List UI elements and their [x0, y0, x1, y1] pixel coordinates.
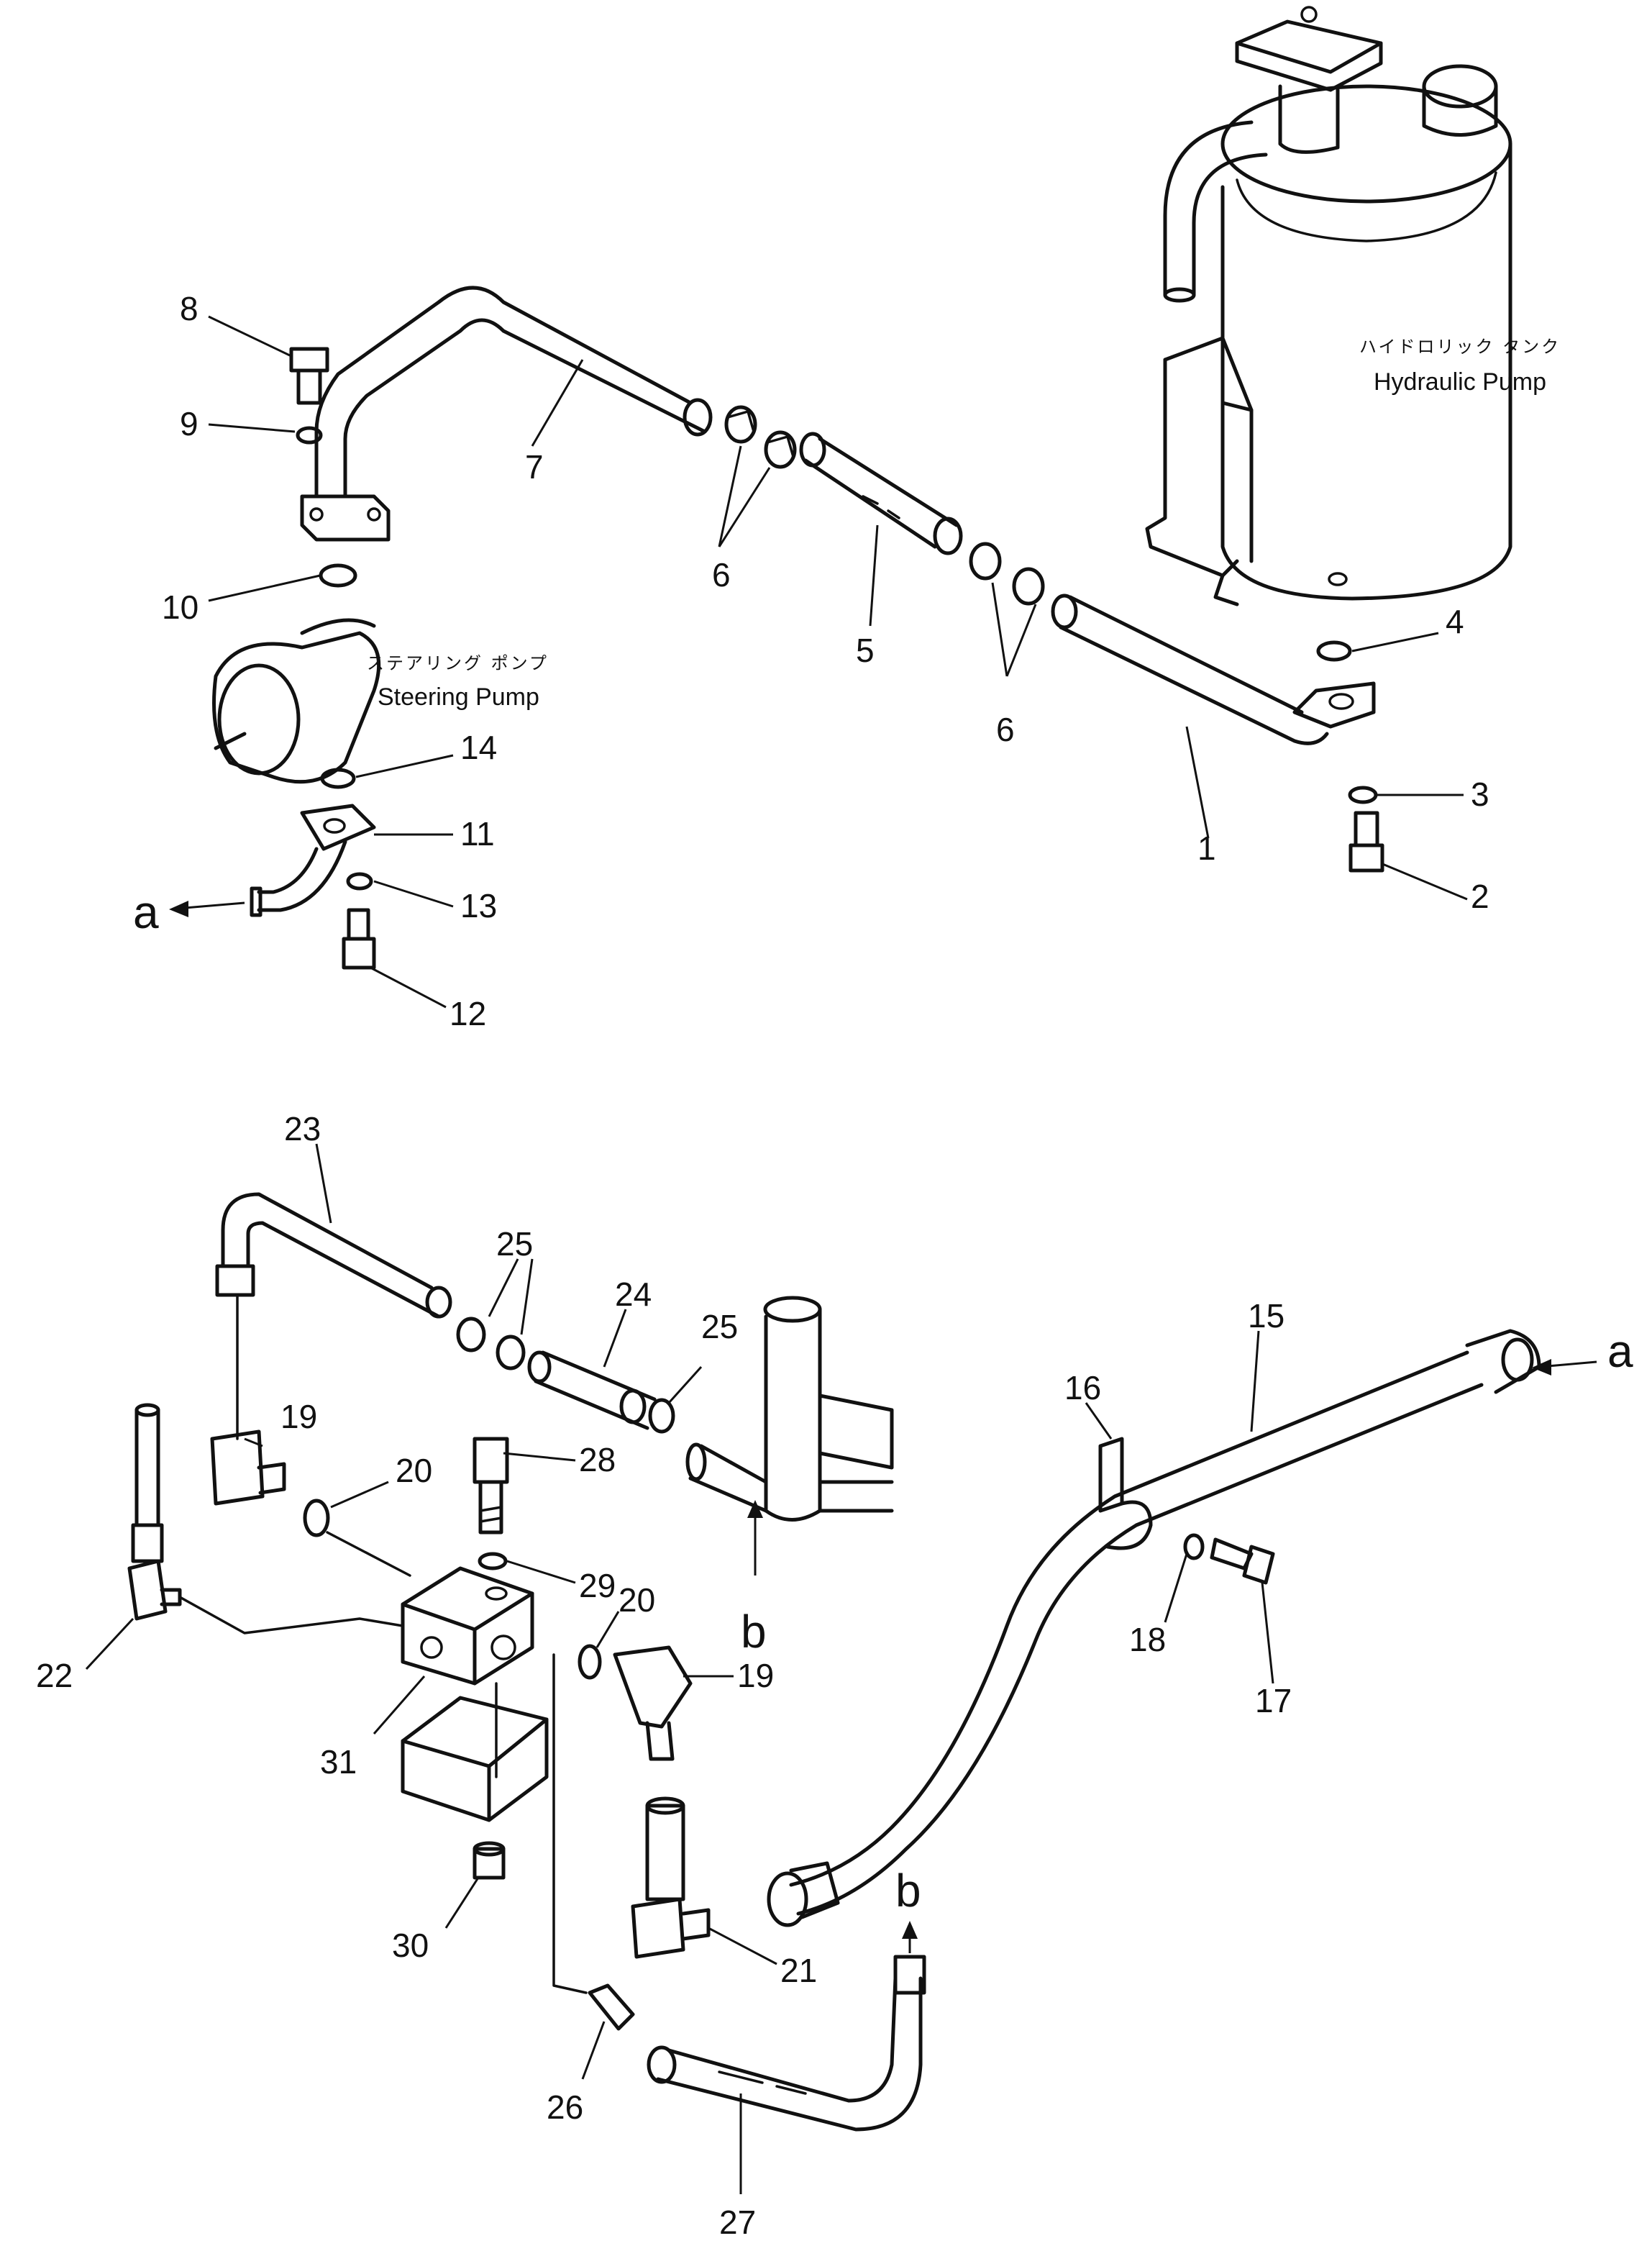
lock-washer-29 — [478, 1552, 508, 1570]
lock-washer-13 — [346, 872, 373, 891]
hose-clamp-25a — [456, 1317, 486, 1352]
steering-pump-label: Steering Pump — [378, 683, 539, 711]
part-number-3: 3 — [1471, 776, 1489, 813]
part-number-4: 4 — [1446, 603, 1464, 640]
part-number-5: 5 — [856, 632, 875, 669]
connection-line-22-31 — [178, 1596, 404, 1635]
leader-lines — [85, 315, 1468, 2194]
part-number-13: 13 — [460, 887, 497, 924]
lock-washer-9 — [296, 426, 323, 445]
steering-pump — [212, 618, 381, 784]
part-number-labels: 1 2 3 4 5 6 6 7 8 9 10 11 12 13 14 15 16… — [36, 290, 1489, 2241]
part-number-27: 27 — [719, 2204, 756, 2241]
return-tube-b — [685, 1296, 894, 1522]
connection-line-20-31 — [326, 1531, 411, 1577]
bolt-2 — [1348, 811, 1384, 873]
steering-pump-label-jp: ステアリング ポンプ — [367, 653, 549, 673]
connection-letter-a-left: a — [133, 886, 159, 938]
o-ring-20-left — [303, 1499, 330, 1537]
clip-16 — [1098, 1437, 1153, 1550]
part-number-6-upper: 6 — [712, 556, 731, 594]
part-number-20-right: 20 — [619, 1581, 655, 1619]
elbow-fitting-21 — [631, 1796, 711, 1959]
pipe-23 — [215, 1192, 452, 1319]
bolt-28 — [473, 1437, 509, 1535]
flow-arrow-a-right — [1532, 1359, 1597, 1376]
part-number-7: 7 — [525, 448, 544, 486]
elbow-19-right — [613, 1645, 693, 1761]
o-ring-4 — [1316, 640, 1352, 662]
connection-letter-b-lower: b — [895, 1865, 921, 1917]
bolt-17 — [1210, 1537, 1275, 1585]
hose-27 — [647, 1955, 926, 2132]
valve-block-31 — [401, 1566, 534, 1686]
mounting-bracket — [401, 1682, 549, 1822]
part-number-9: 9 — [180, 405, 198, 442]
flow-arrow-b-lower — [902, 1921, 918, 1953]
part-number-25a: 25 — [496, 1225, 533, 1263]
bolt-8 — [289, 347, 329, 405]
o-ring-14 — [320, 768, 356, 789]
adapter-26 — [552, 1653, 635, 2031]
part-number-16: 16 — [1064, 1369, 1101, 1406]
tee-fitting-22 — [127, 1403, 182, 1621]
suction-pipe-1 — [1051, 594, 1376, 745]
o-ring-20-right — [578, 1644, 602, 1680]
hose-clamp-25b — [496, 1335, 526, 1370]
elbow-flange-11 — [250, 804, 376, 917]
part-number-14: 14 — [460, 729, 497, 766]
part-number-15: 15 — [1248, 1297, 1284, 1335]
part-number-31: 31 — [320, 1743, 357, 1781]
flow-arrow-a-left — [169, 901, 245, 917]
part-number-22: 22 — [36, 1657, 73, 1694]
hose-clamps-6-lower — [969, 542, 1045, 606]
part-number-12: 12 — [449, 995, 486, 1032]
part-number-11: 11 — [460, 815, 495, 853]
part-number-10: 10 — [162, 588, 198, 626]
part-number-29: 29 — [579, 1567, 616, 1604]
part-number-21: 21 — [780, 1952, 817, 1989]
part-number-19-left: 19 — [280, 1398, 317, 1435]
part-number-26: 26 — [547, 2088, 583, 2126]
part-number-20-left: 20 — [396, 1452, 432, 1489]
suction-pipe-7 — [300, 286, 713, 542]
hose-clamps-6-upper — [724, 405, 797, 469]
part-number-19-right: 19 — [737, 1657, 774, 1694]
connection-letter-b-upper: b — [741, 1606, 767, 1658]
part-number-1: 1 — [1197, 829, 1216, 867]
part-number-23: 23 — [284, 1110, 321, 1147]
part-number-30: 30 — [392, 1927, 429, 1964]
part-number-18: 18 — [1129, 1621, 1166, 1658]
part-number-17: 17 — [1255, 1682, 1292, 1719]
hydraulic-tank-label-jp: ハイドロリック タンク — [1359, 337, 1561, 357]
flow-arrow-b-upper — [747, 1500, 763, 1576]
hydraulic-tank-label: Hydraulic Pump — [1374, 368, 1546, 396]
part-number-2: 2 — [1471, 878, 1489, 915]
connection-letter-a-right: a — [1607, 1325, 1633, 1377]
part-number-25b: 25 — [701, 1308, 738, 1345]
elbow-19-left — [210, 1294, 286, 1506]
hydraulic-tank — [1145, 6, 1512, 606]
part-number-6-lower: 6 — [996, 711, 1015, 748]
part-number-8: 8 — [180, 290, 198, 327]
nut-30 — [473, 1841, 506, 1880]
part-number-28: 28 — [579, 1441, 616, 1478]
washer-18 — [1183, 1533, 1205, 1560]
hose-24 — [527, 1350, 675, 1434]
bolt-12 — [342, 908, 376, 970]
o-ring-10 — [319, 563, 357, 588]
hose-5 — [799, 432, 963, 555]
part-number-24: 24 — [615, 1276, 652, 1313]
lock-washer-3 — [1348, 786, 1378, 804]
